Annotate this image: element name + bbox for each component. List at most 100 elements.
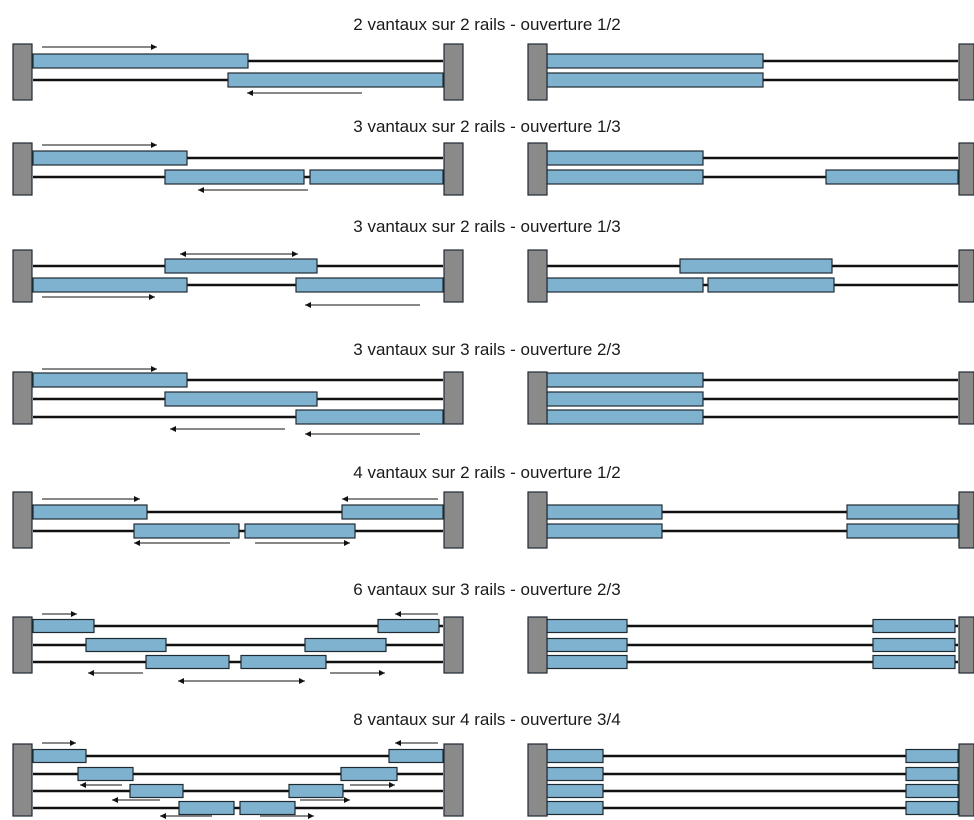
arrow-head (344, 797, 350, 803)
config-title-7: 8 vantaux sur 4 rails - ouverture 3/4 (353, 710, 621, 729)
sliding-panel (546, 169, 704, 185)
config-title-4: 3 vantaux sur 3 rails - ouverture 2/3 (353, 340, 621, 359)
frame-post (443, 371, 464, 425)
arrow-head (344, 540, 350, 546)
sliding-panel (32, 748, 87, 764)
sliding-panel (825, 169, 959, 185)
sliding-panel (872, 637, 956, 653)
config-title-5: 4 vantaux sur 2 rails - ouverture 1/2 (353, 463, 621, 482)
sliding-panel (905, 766, 959, 782)
frame-post (527, 249, 548, 303)
frame-post (443, 743, 464, 817)
frame-post (958, 371, 974, 425)
sliding-panel (872, 654, 956, 670)
frame-post (958, 142, 974, 196)
sliding-panel (164, 391, 318, 407)
arrow-head (88, 670, 94, 676)
sliding-panel (388, 748, 444, 764)
frame-post (12, 743, 33, 817)
sliding-panel (905, 748, 959, 764)
sliding-panel (227, 72, 444, 88)
sliding-panel (129, 783, 184, 799)
frame-post (958, 249, 974, 303)
sliding-panel (546, 637, 628, 653)
arrow-head (80, 782, 86, 788)
arrow-head (247, 90, 253, 96)
arrow-head (151, 44, 157, 50)
frame-post (443, 142, 464, 196)
frame-post (958, 43, 974, 101)
arrow-head (151, 142, 157, 148)
arrow-head (71, 611, 77, 617)
sliding-panel (85, 637, 167, 653)
frame-post (527, 616, 548, 674)
sliding-panel (32, 277, 188, 293)
sliding-panel (546, 72, 764, 88)
config-title-1: 2 vantaux sur 2 rails - ouverture 1/2 (353, 15, 621, 34)
arrow-head (149, 294, 155, 300)
sliding-panel (309, 169, 444, 185)
frame-post (443, 43, 464, 101)
sliding-panel (295, 409, 444, 425)
sliding-panel (546, 409, 704, 425)
sliding-panel (377, 618, 440, 634)
arrow-head (70, 740, 76, 746)
arrow-head (170, 426, 176, 432)
arrow-head (198, 187, 204, 193)
sliding-panel (32, 150, 188, 166)
frame-post (443, 491, 464, 549)
sliding-panel (340, 766, 398, 782)
sliding-panel (164, 258, 318, 274)
frame-post (527, 491, 548, 549)
sliding-panel (240, 654, 327, 670)
sliding-panel (546, 391, 704, 407)
arrow-head (305, 302, 311, 308)
sliding-panel (905, 800, 959, 816)
sliding-panel (872, 618, 956, 634)
frame-post (443, 249, 464, 303)
frame-post (12, 249, 33, 303)
frame-post (12, 616, 33, 674)
sliding-panel (145, 654, 230, 670)
arrow-head (395, 740, 401, 746)
sliding-panel (546, 523, 663, 539)
sliding-panel (32, 53, 249, 69)
frame-post (958, 491, 974, 549)
config-title-6: 6 vantaux sur 3 rails - ouverture 2/3 (353, 580, 621, 599)
sliding-panel (178, 800, 235, 816)
frame-post (527, 743, 548, 817)
sliding-panel (546, 53, 764, 69)
sliding-panel (546, 783, 604, 799)
arrow-head (134, 496, 140, 502)
sliding-panel (905, 783, 959, 799)
sliding-panel (546, 504, 663, 520)
sliding-panel (304, 637, 387, 653)
sliding-panel (546, 372, 704, 388)
frame-post (12, 142, 33, 196)
sliding-panel (164, 169, 305, 185)
sliding-panel (846, 523, 959, 539)
sliding-panel (546, 748, 604, 764)
config-title-3: 3 vantaux sur 2 rails - ouverture 1/3 (353, 217, 621, 236)
arrow-head (308, 813, 314, 819)
arrow-head (379, 670, 385, 676)
arrow-head (292, 251, 298, 257)
frame-post (12, 491, 33, 549)
sliding-panel (77, 766, 134, 782)
sliding-panel (679, 258, 833, 274)
sliding-panel (846, 504, 959, 520)
sliding-panel (32, 618, 95, 634)
frame-post (958, 743, 974, 817)
arrow-head (299, 678, 305, 684)
sliding-panel (295, 277, 444, 293)
arrow-head (178, 678, 184, 684)
sliding-panel (546, 800, 604, 816)
frame-post (443, 616, 464, 674)
frame-post (527, 371, 548, 425)
sliding-panel (288, 783, 344, 799)
arrow-head (342, 496, 348, 502)
sliding-panel (546, 766, 604, 782)
arrow-head (389, 782, 395, 788)
frame-post (12, 371, 33, 425)
